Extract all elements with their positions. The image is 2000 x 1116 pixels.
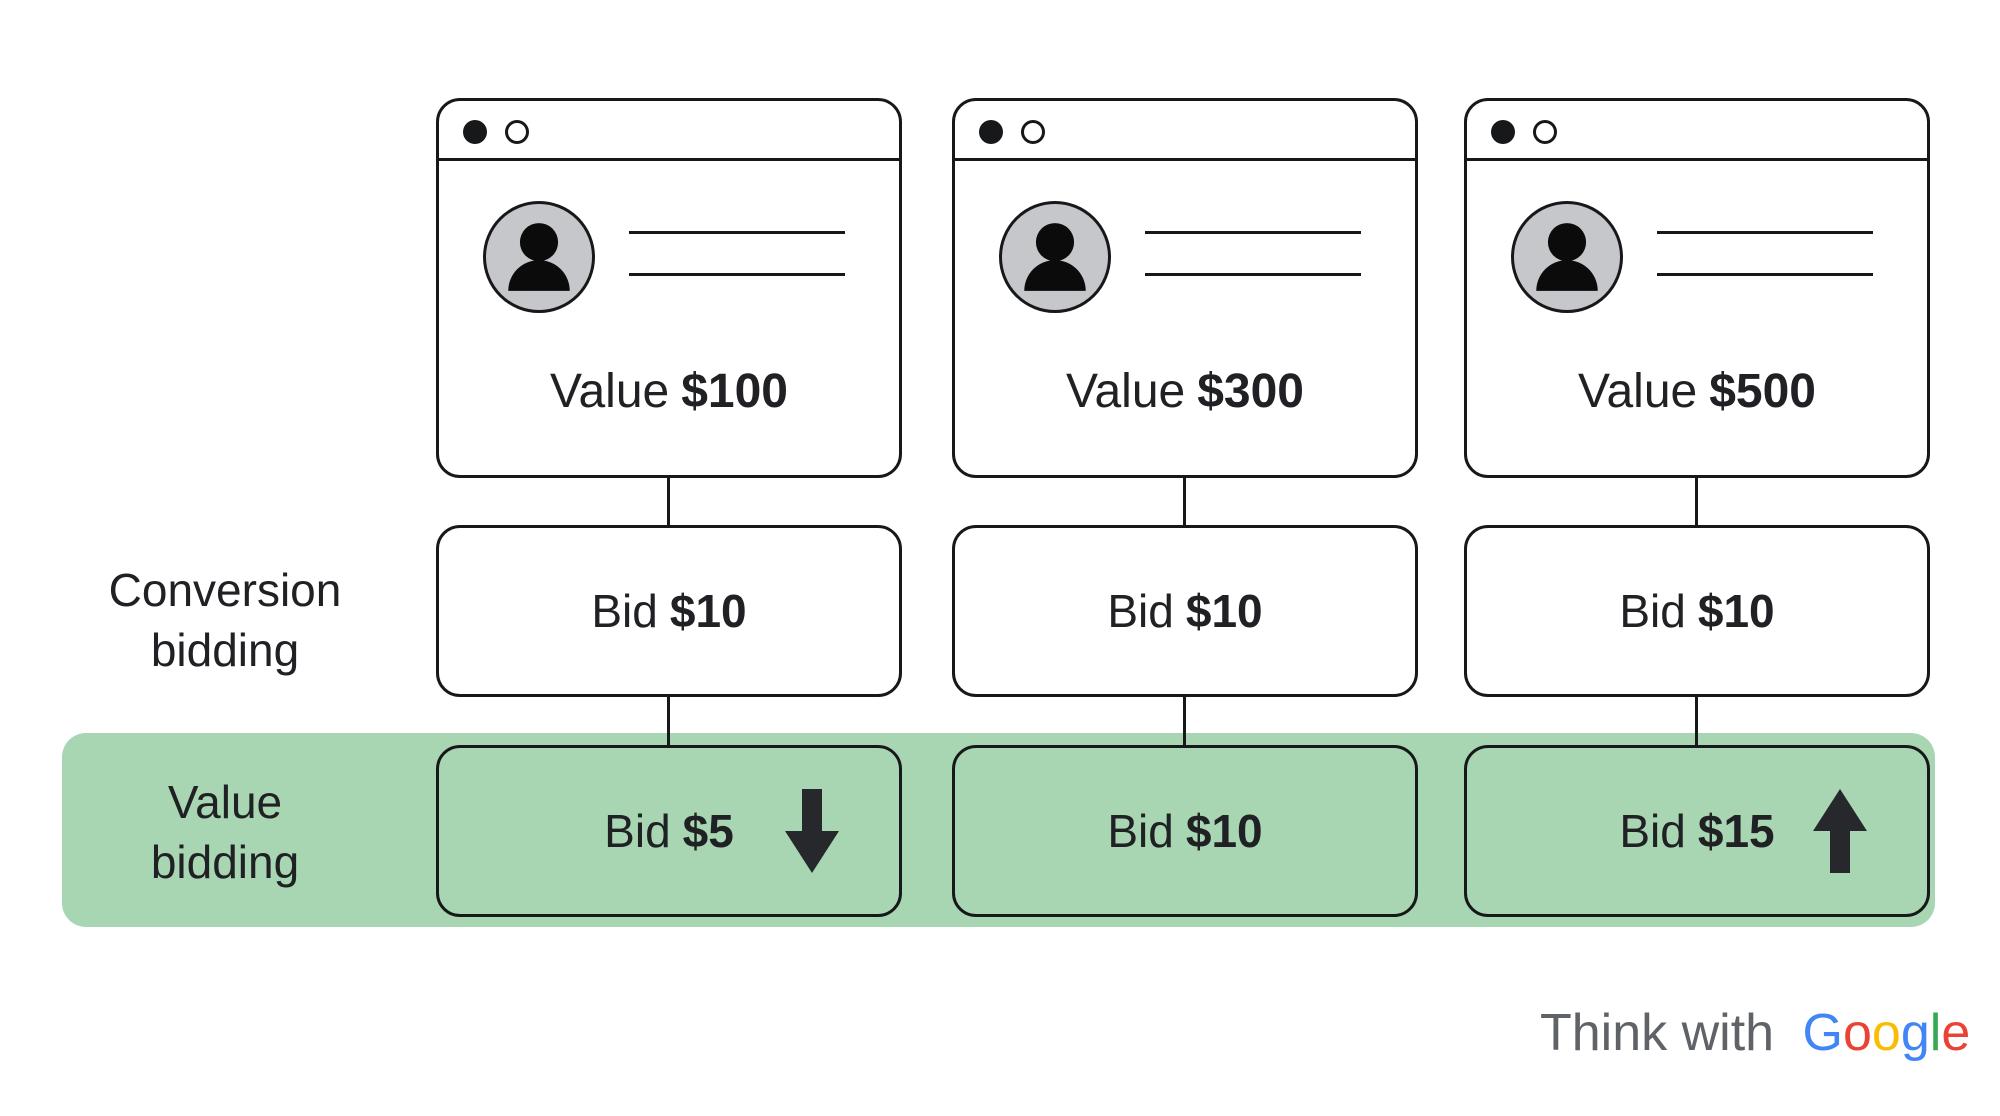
row-label-conversion-bidding: Conversion bidding: [108, 564, 342, 676]
window-dot-outline-icon: [505, 120, 529, 144]
text-placeholder-line: [629, 273, 845, 276]
window-dot-filled-icon: [1491, 120, 1515, 144]
value-bid-box-3: Bid$15: [1464, 745, 1930, 917]
connector-line: [1695, 694, 1698, 748]
text-placeholder-line: [1145, 273, 1361, 276]
trend-arrow-down-icon: [785, 789, 839, 873]
person-icon: [508, 223, 570, 291]
value-bidding-highlight-band: [62, 733, 1935, 927]
connector-line: [667, 694, 670, 748]
avatar: [483, 201, 595, 313]
bid-text: Bid$10: [1107, 585, 1263, 637]
trend-arrow-slot: [1301, 789, 1355, 873]
bid-text: Bid$15: [1619, 805, 1775, 857]
connector-line: [1695, 476, 1698, 528]
bid-text: Bid$10: [591, 585, 747, 637]
window-value-text: Value$300: [1066, 365, 1304, 418]
row-label-value-bidding: Value bidding: [150, 776, 300, 888]
think-with-google-logo: Think with Google: [1540, 1003, 1970, 1063]
window-titlebar: [955, 101, 1415, 161]
person-icon: [1024, 223, 1086, 291]
text-placeholder-line: [1657, 273, 1873, 276]
text-placeholder-line: [1145, 231, 1361, 234]
conversion-bid-box-1: Bid$10: [436, 525, 902, 697]
connector-line: [1183, 476, 1186, 528]
window-value-text: Value$100: [550, 365, 788, 418]
window-titlebar: [439, 101, 899, 161]
value-bid-box-2: Bid$10: [952, 745, 1418, 917]
bid-text: Bid$5: [604, 805, 734, 857]
browser-window-card-3: Value$500: [1464, 98, 1930, 478]
window-titlebar: [1467, 101, 1927, 161]
window-dot-filled-icon: [979, 120, 1003, 144]
browser-window-card-2: Value$300: [952, 98, 1418, 478]
avatar: [999, 201, 1111, 313]
think-with-text: Think with: [1540, 1004, 1775, 1062]
google-wordmark: Google: [1802, 1004, 1971, 1062]
window-dot-outline-icon: [1533, 120, 1557, 144]
avatar: [1511, 201, 1623, 313]
window-dot-outline-icon: [1021, 120, 1045, 144]
bid-text: Bid$10: [1619, 585, 1775, 637]
connector-line: [667, 476, 670, 528]
bid-text: Bid$10: [1107, 805, 1263, 857]
connector-line: [1183, 694, 1186, 748]
trend-arrow-up-icon: [1813, 789, 1867, 873]
text-placeholder-line: [629, 231, 845, 234]
window-value-text: Value$500: [1578, 365, 1816, 418]
value-bid-box-1: Bid$5: [436, 745, 902, 917]
conversion-bid-box-3: Bid$10: [1464, 525, 1930, 697]
person-icon: [1536, 223, 1598, 291]
conversion-bid-box-2: Bid$10: [952, 525, 1418, 697]
text-placeholder-line: [1657, 231, 1873, 234]
browser-window-card-1: Value$100: [436, 98, 902, 478]
window-dot-filled-icon: [463, 120, 487, 144]
